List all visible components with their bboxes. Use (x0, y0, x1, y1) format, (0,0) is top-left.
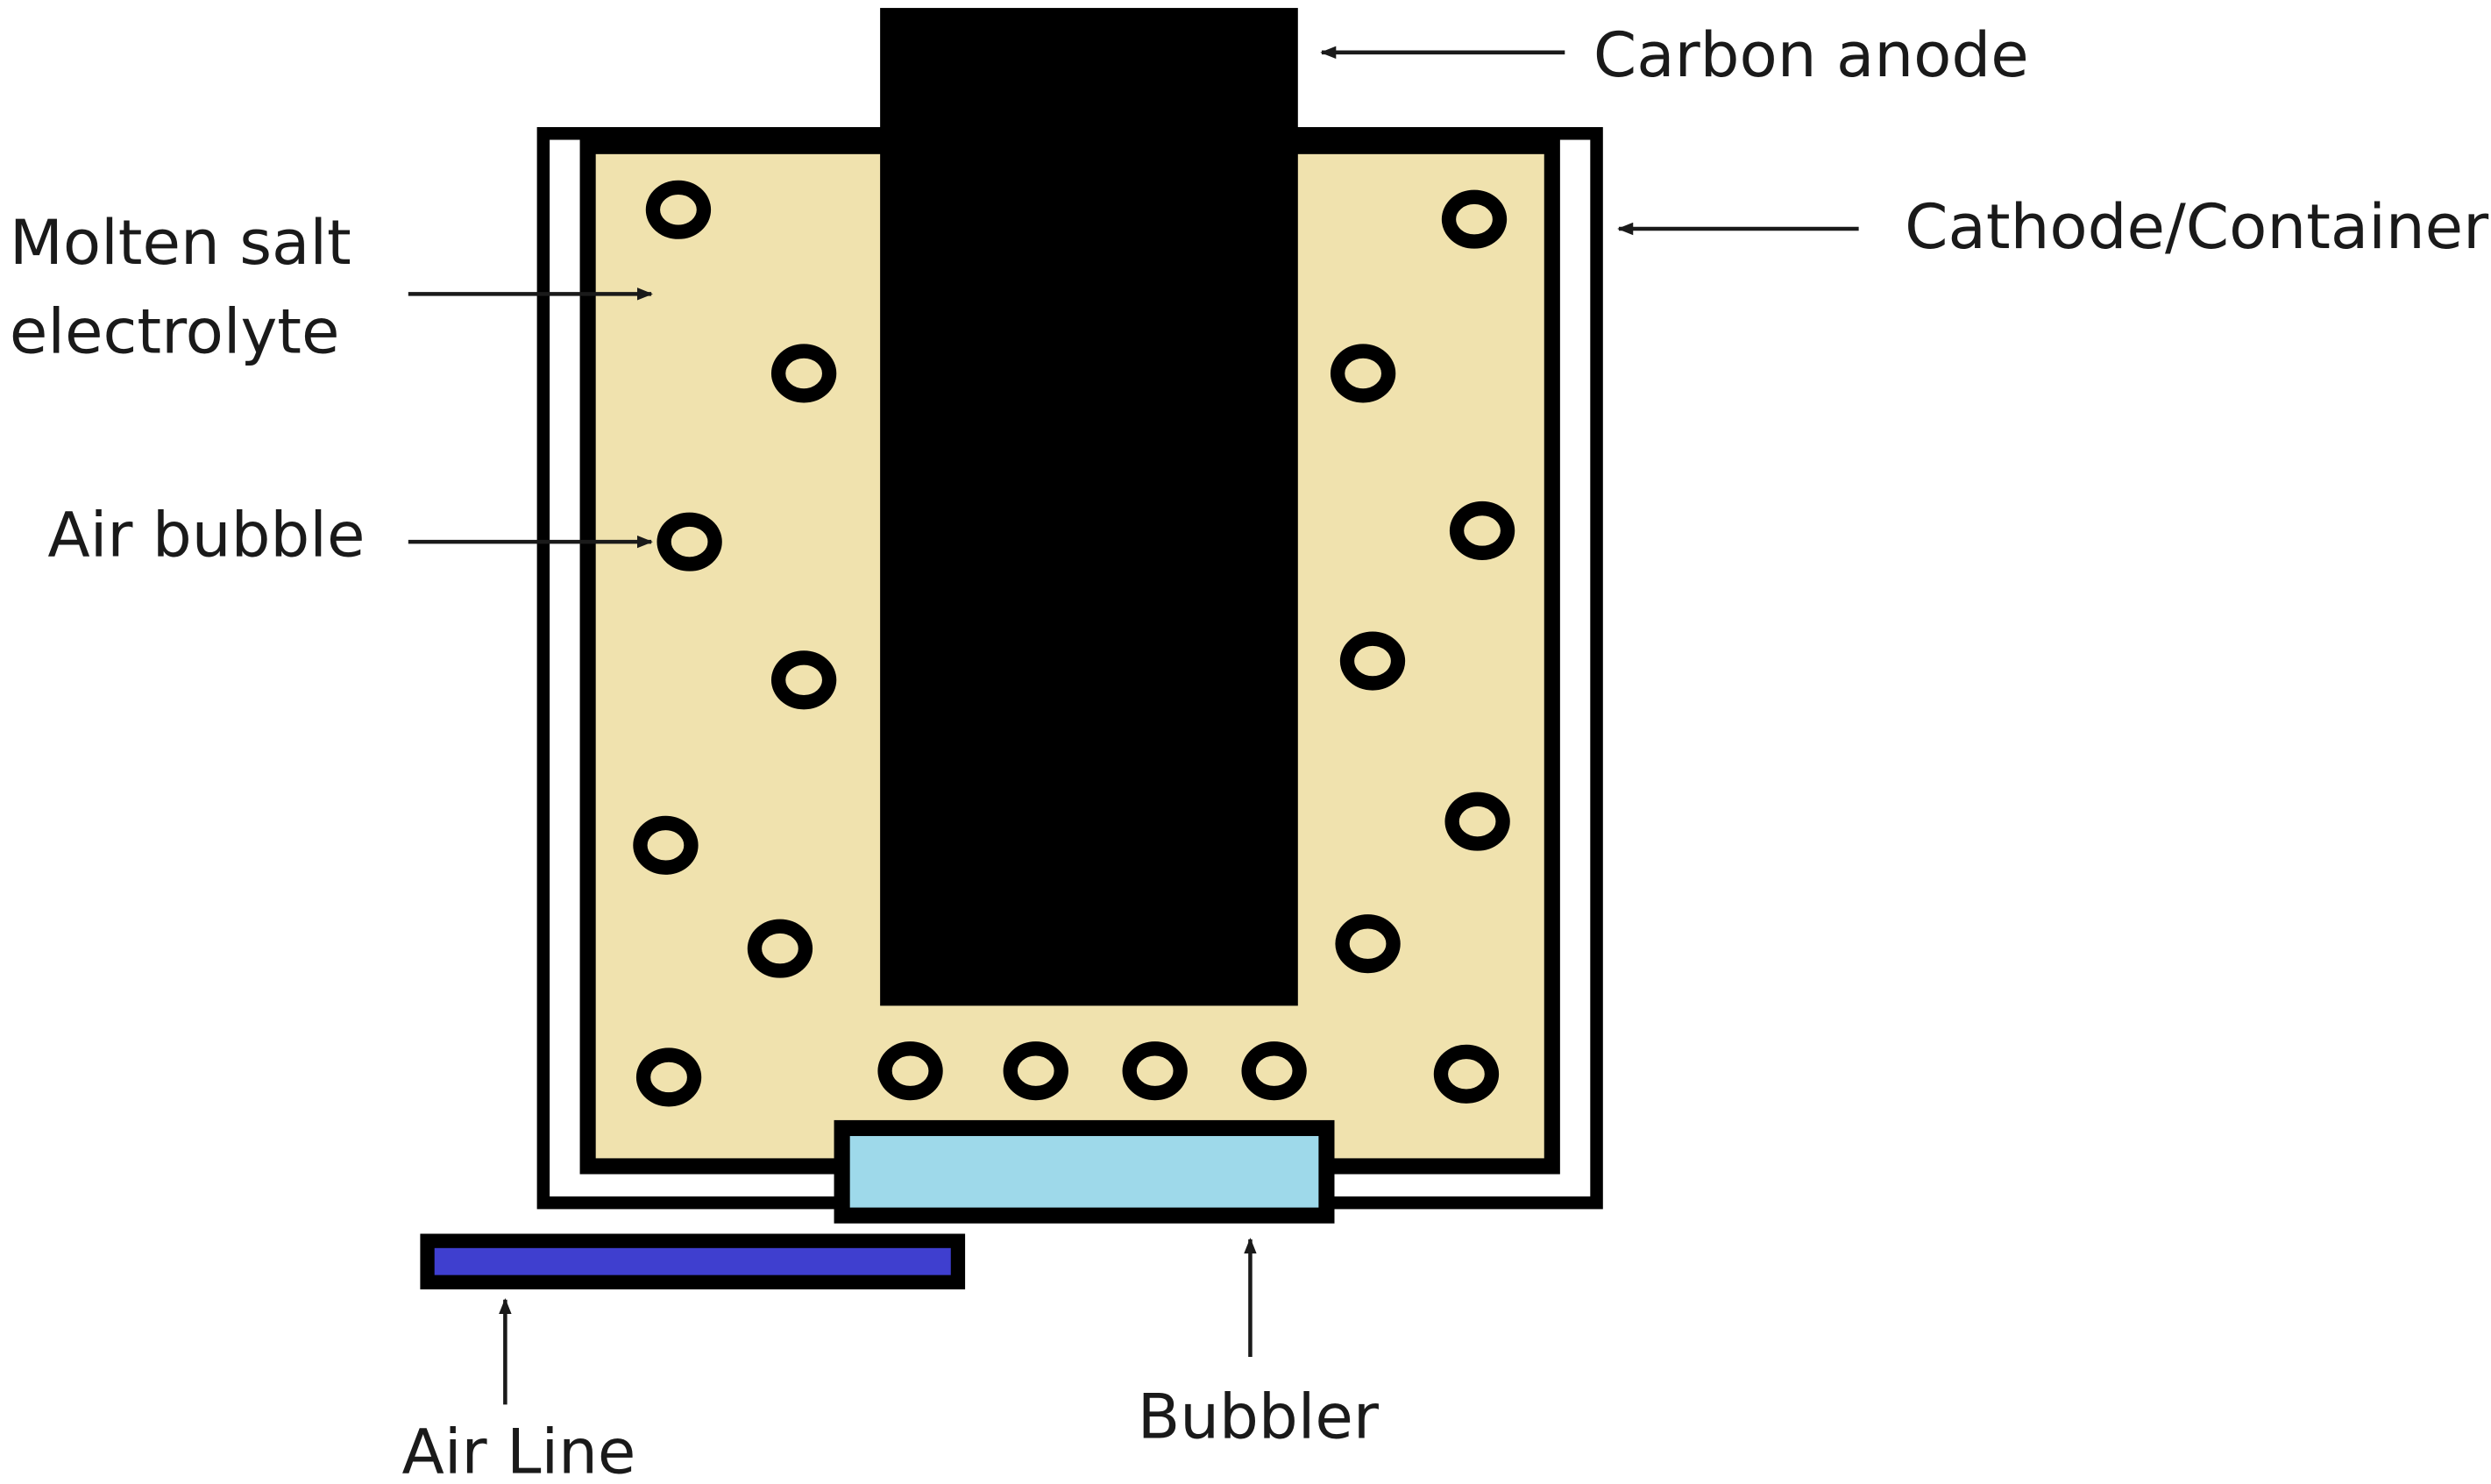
label-molten-salt-line1: Molten salt (10, 206, 351, 279)
air-bubble (1003, 1041, 1068, 1101)
air-bubbles (633, 180, 1515, 1107)
air-bubble (1449, 501, 1515, 560)
air-bubble (747, 919, 813, 978)
label-bubbler: Bubbler (1138, 1380, 1380, 1452)
air-bubble (1433, 1044, 1500, 1104)
air-bubble (635, 1047, 702, 1107)
air-bubble (1339, 631, 1406, 691)
bubbler (834, 1119, 1335, 1224)
air-bubble (770, 344, 837, 403)
air-bubble (1444, 792, 1510, 851)
air-bubble (645, 180, 712, 239)
air-bubble (633, 815, 699, 875)
air-bubble (1335, 914, 1401, 974)
label-carbon-anode: Carbon anode (1593, 18, 2029, 91)
label-air-line: Air Line (402, 1415, 636, 1484)
label-cathode-container: Cathode/Container (1905, 190, 2489, 263)
carbon-anode (880, 8, 1298, 1006)
air-bubble (770, 650, 837, 710)
air-bubble (877, 1041, 943, 1101)
label-molten-salt-line2: electrolyte (10, 295, 340, 367)
air-bubble (1330, 344, 1396, 403)
air-line (420, 1233, 966, 1289)
pointer-arrows (408, 46, 1859, 1405)
air-bubble (1241, 1041, 1307, 1101)
air-bubble (656, 512, 722, 572)
label-air-bubble: Air bubble (47, 498, 365, 571)
air-bubble (1122, 1041, 1188, 1101)
air-bubble (1441, 189, 1508, 249)
